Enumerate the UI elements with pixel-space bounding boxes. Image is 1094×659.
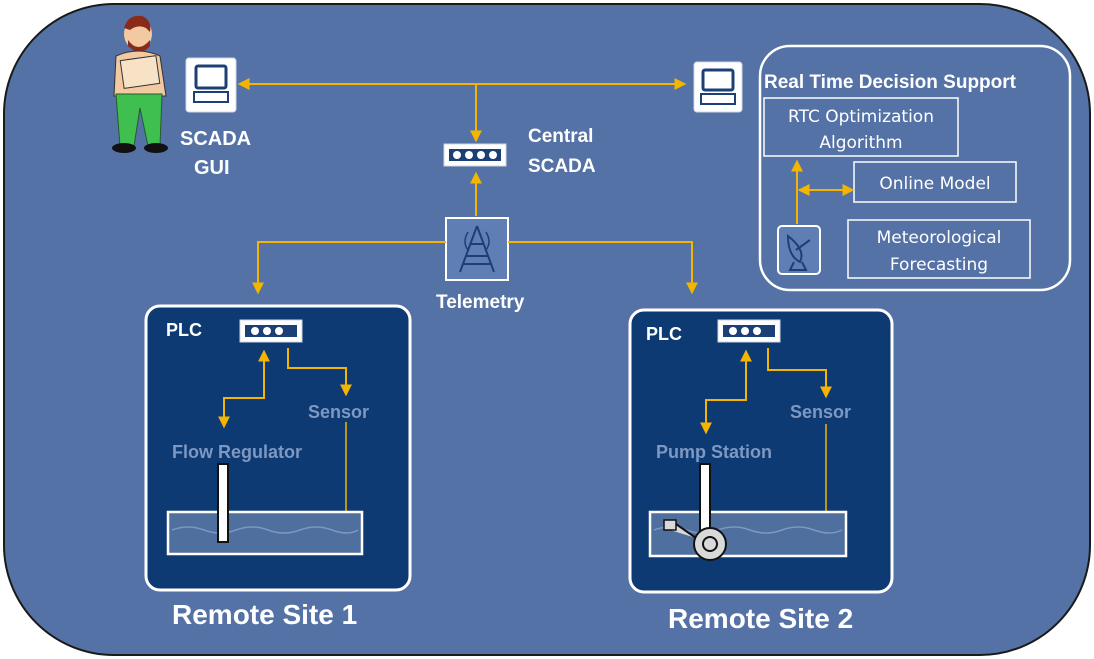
scada-label-line2: GUI (194, 157, 230, 179)
site2-caption: Remote Site 2 (668, 603, 853, 634)
meteorological-box (847, 219, 1031, 279)
site1-water-tank (166, 510, 364, 556)
telemetry-tower-icon (445, 217, 509, 281)
satellite-dish-icon (777, 225, 821, 275)
gate-icon (217, 463, 229, 543)
site1-sensor-label: Sensor (308, 402, 369, 422)
meteo-label-line1: Meteorological (877, 228, 1002, 248)
telemetry-to-site1-connector (252, 241, 446, 295)
site2-plc-label: PLC (646, 324, 682, 344)
site1-caption: Remote Site 1 (172, 599, 357, 630)
pump-icon (663, 463, 727, 561)
computer-monitor-icon (693, 61, 743, 113)
scada-label-line1: SCADA (180, 128, 251, 150)
site1-plc-to-sensor-connector (287, 348, 352, 397)
site2-plc-to-pump-connector (700, 349, 752, 435)
decision-support-title: Real Time Decision Support (764, 72, 1017, 93)
meteo-label-line2: Forecasting (890, 255, 988, 275)
decision-support-panel (758, 44, 1072, 292)
site1-plc-label: PLC (166, 320, 202, 340)
site2-sensor-label: Sensor (790, 402, 851, 422)
telemetry-label: Telemetry (436, 292, 525, 313)
rtc-label-line2: Algorithm (819, 133, 902, 153)
operator-person-icon (112, 15, 168, 153)
site2-device-label: Pump Station (656, 442, 772, 462)
plc-unit-icon (717, 319, 781, 343)
central-label-line2: SCADA (528, 156, 596, 177)
online-model-box (853, 161, 1017, 203)
rtc-label-line1: RTC Optimization (788, 107, 934, 127)
scada-unit-icon (443, 143, 507, 167)
site1-plc-to-regulator-connector (218, 349, 270, 429)
computer-monitor-icon (185, 57, 237, 113)
site2-plc-to-sensor-connector (767, 348, 832, 399)
central-label-line1: Central (528, 126, 593, 147)
plc-unit-icon (239, 319, 303, 343)
site2-water-tank (648, 510, 848, 558)
rtc-optimization-box (763, 97, 959, 157)
telemetry-to-site2-connector (508, 241, 698, 295)
online-model-label: Online Model (879, 174, 990, 194)
site1-device-label: Flow Regulator (172, 442, 302, 462)
